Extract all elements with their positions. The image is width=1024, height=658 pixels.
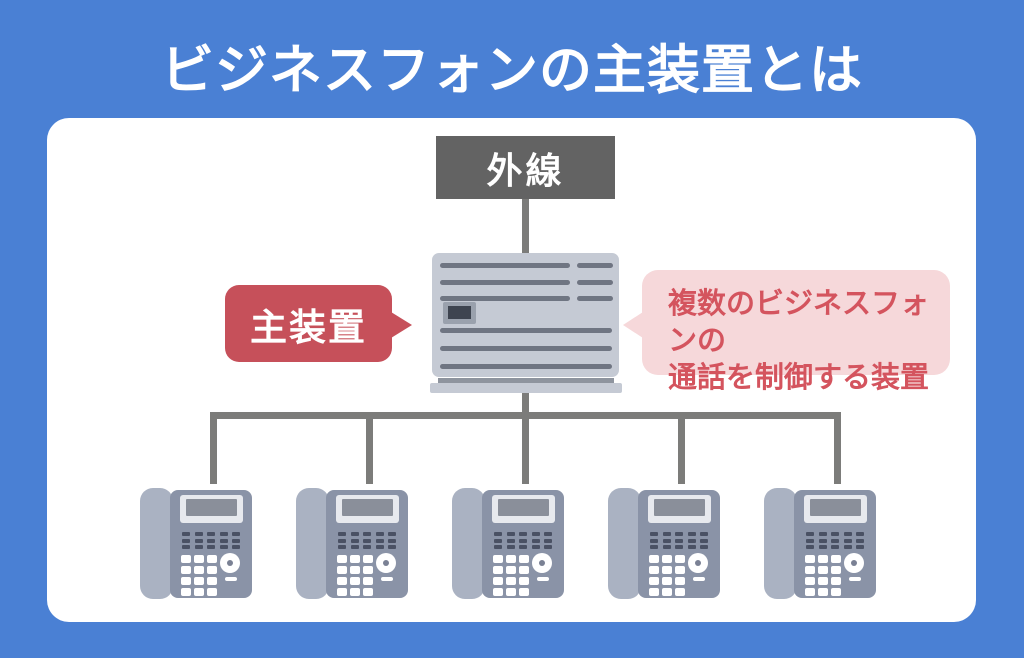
phone-function-keys <box>650 532 708 549</box>
phone-dial-dot <box>227 560 233 566</box>
phone-display <box>648 495 711 523</box>
phone-function-keys <box>494 532 552 549</box>
phone-screen <box>810 499 861 516</box>
phone-dial-dot <box>851 560 857 566</box>
phone-dial <box>376 553 396 573</box>
device-slat <box>440 364 612 369</box>
main-unit-label-bubble: 主装置 <box>225 285 392 362</box>
phone-dial-dot <box>383 560 389 566</box>
external-line-label: 外線 <box>486 149 565 191</box>
connector-unit-to-branch <box>522 391 529 484</box>
phone-screen <box>498 499 549 516</box>
phone-handset <box>608 488 641 599</box>
phone-body <box>170 490 252 598</box>
branch-horizontal-line <box>210 412 841 419</box>
phone-screen <box>342 499 393 516</box>
pink-bubble-pointer <box>623 312 643 338</box>
external-line-box: 外線 <box>436 136 615 199</box>
phone-button-dash <box>381 577 393 581</box>
device-display-screen <box>448 306 471 319</box>
phone-dial <box>532 553 552 573</box>
phone-keypad <box>337 555 373 596</box>
phone-dial <box>220 553 240 573</box>
device-slat <box>440 346 612 351</box>
phone-button-dash <box>693 577 705 581</box>
device-slat <box>577 263 613 268</box>
phone-display <box>804 495 867 523</box>
device-display-port <box>443 302 476 324</box>
phone-screen <box>654 499 705 516</box>
phone-function-keys <box>182 532 240 549</box>
branch-drop-line <box>678 412 685 484</box>
business-phone-icon <box>452 488 564 600</box>
device-slat <box>440 328 612 333</box>
phone-body <box>638 490 720 598</box>
phone-dial-dot <box>539 560 545 566</box>
phone-keypad <box>493 555 529 596</box>
page-title: ビジネスフォンの主装置とは <box>161 41 863 100</box>
phone-button-dash <box>225 577 237 581</box>
phone-handset <box>764 488 797 599</box>
phone-dial-dot <box>695 560 701 566</box>
device-slat <box>440 263 570 268</box>
branch-drop-line <box>834 412 841 484</box>
description-line-1: 複数のビジネスフォンの <box>668 288 930 357</box>
business-phone-icon <box>608 488 720 600</box>
main-unit-label: 主装置 <box>250 306 367 348</box>
phone-handset <box>296 488 329 599</box>
phone-body <box>326 490 408 598</box>
phone-button-dash <box>849 577 861 581</box>
phone-handset <box>140 488 173 599</box>
main-unit-device-icon <box>432 253 619 377</box>
device-slat <box>577 280 613 285</box>
phone-body <box>482 490 564 598</box>
description-line-2: 通話を制御する装置 <box>668 362 930 394</box>
branch-drop-line <box>210 412 217 484</box>
phone-dial <box>688 553 708 573</box>
phone-body <box>794 490 876 598</box>
phone-button-dash <box>537 577 549 581</box>
phone-display <box>180 495 243 523</box>
phone-keypad <box>649 555 685 596</box>
device-slat <box>440 280 570 285</box>
connector-external-to-unit <box>522 196 529 254</box>
phone-function-keys <box>338 532 396 549</box>
phone-display <box>492 495 555 523</box>
red-bubble-pointer <box>391 312 412 338</box>
device-slat <box>577 296 613 301</box>
business-phone-icon <box>296 488 408 600</box>
device-base-strip <box>438 378 614 383</box>
phone-function-keys <box>806 532 864 549</box>
phone-dial <box>844 553 864 573</box>
phone-handset <box>452 488 485 599</box>
phone-screen <box>186 499 237 516</box>
device-slat <box>440 296 570 301</box>
device-base-plate <box>430 383 622 393</box>
business-phone-icon <box>764 488 876 600</box>
business-phone-icon <box>140 488 252 600</box>
phone-keypad <box>805 555 841 596</box>
branch-drop-line <box>366 412 373 484</box>
phone-keypad <box>181 555 217 596</box>
description-bubble: 複数のビジネスフォンの 通話を制御する装置 <box>642 270 950 394</box>
phone-display <box>336 495 399 523</box>
